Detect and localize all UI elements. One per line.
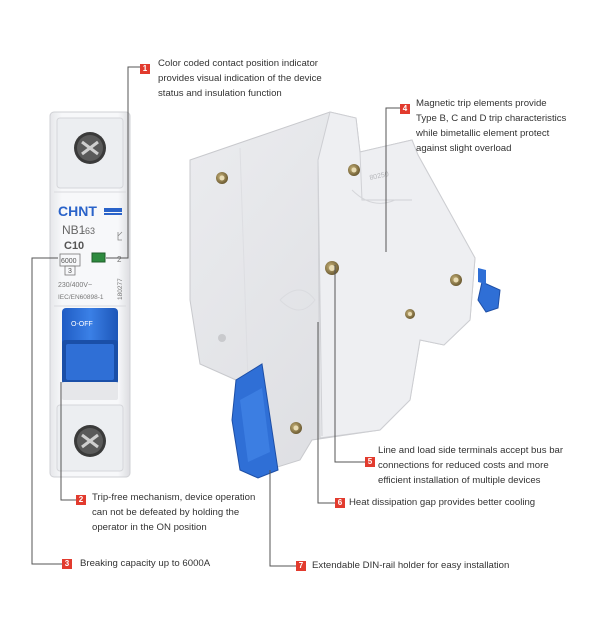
callout-badge-1: 1 bbox=[140, 64, 150, 74]
rating-label: C10 bbox=[64, 240, 84, 252]
callout-5: Line and load side terminals accept bus … bbox=[378, 443, 596, 488]
capacity-label: 6000 bbox=[61, 258, 77, 265]
model-label: NB1 bbox=[62, 223, 86, 237]
standard-label: IEC/EN60898-1 bbox=[58, 294, 104, 301]
callout-2-line: can not be defeated by holding the bbox=[92, 507, 240, 518]
off-label: O-OFF bbox=[71, 321, 93, 328]
callout-2-line: operator in the ON position bbox=[92, 522, 207, 533]
callout-4-line: Type B, C and D trip characteristics bbox=[416, 113, 567, 124]
trip-lever bbox=[477, 281, 501, 313]
callout-6: Heat dissipation gap provides better coo… bbox=[349, 495, 589, 510]
side-stamp: 80250 bbox=[369, 171, 390, 182]
callout-7-line: Extendable DIN-rail holder for easy inst… bbox=[312, 560, 510, 571]
callout-badge-5: 5 bbox=[365, 457, 375, 467]
voltage-label: 230/400V~ bbox=[58, 282, 92, 289]
callout-2: Trip-free mechanism, device operation ca… bbox=[92, 490, 292, 535]
breaker-side-view: 80250 bbox=[189, 111, 501, 479]
callout-4-line: while bimetallic element protect bbox=[416, 128, 550, 139]
callout-6-line: Heat dissipation gap provides better coo… bbox=[349, 497, 536, 508]
callout-1-line: status and insulation function bbox=[158, 88, 282, 99]
callout-badge-3: 3 bbox=[62, 559, 72, 569]
capacity-class-label: 3 bbox=[68, 268, 72, 275]
model-suffix-label: -63 bbox=[82, 226, 95, 236]
callout-5-line: connections for reduced costs and more bbox=[378, 460, 549, 471]
callout-2-line: Trip-free mechanism, device operation bbox=[92, 492, 256, 503]
callout-badge-4: 4 bbox=[400, 104, 410, 114]
callout-5-line: Line and load side terminals accept bus … bbox=[378, 445, 564, 456]
callout-badge-6: 6 bbox=[335, 498, 345, 508]
callout-3: Breaking capacity up to 6000A bbox=[80, 556, 280, 571]
product-code: 180277 bbox=[117, 278, 124, 300]
callout-1-line: provides visual indication of the device bbox=[158, 73, 322, 84]
contact-position-indicator bbox=[91, 252, 106, 263]
callout-1: Color coded contact position indicator p… bbox=[158, 56, 378, 101]
brand-logo: CHNT bbox=[58, 203, 97, 219]
callout-4: Magnetic trip elements provide Type B, C… bbox=[416, 96, 598, 156]
callout-4-line: against slight overload bbox=[416, 143, 512, 154]
callout-1-line: Color coded contact position indicator bbox=[158, 58, 318, 69]
callout-badge-7: 7 bbox=[296, 561, 306, 571]
terminal-mark: 2 bbox=[117, 255, 122, 264]
callout-5-line: efficient installation of multiple devic… bbox=[378, 475, 541, 486]
callout-badge-2: 2 bbox=[76, 495, 86, 505]
callout-4-line: Magnetic trip elements provide bbox=[416, 98, 547, 109]
callout-7: Extendable DIN-rail holder for easy inst… bbox=[312, 558, 582, 573]
callout-3-line: Breaking capacity up to 6000A bbox=[80, 558, 211, 569]
